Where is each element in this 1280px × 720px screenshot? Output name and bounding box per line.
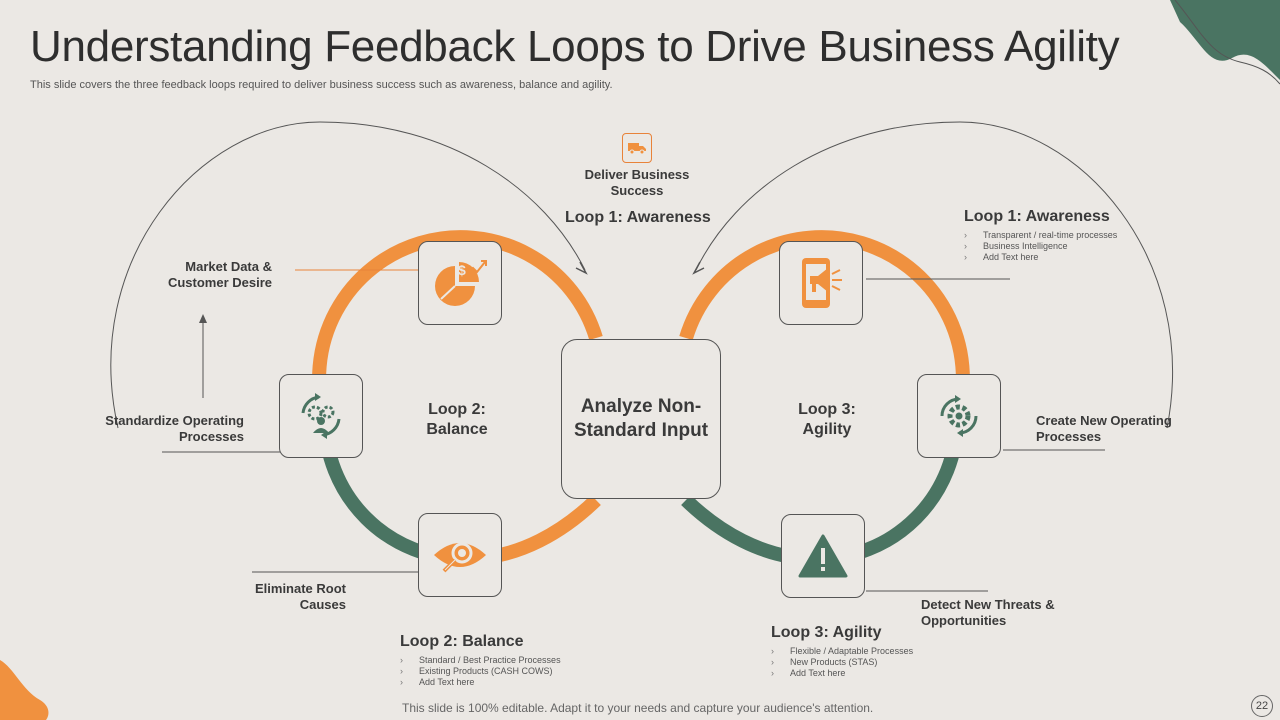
gear-refresh-icon: [940, 395, 978, 437]
corner-decoration-bottom-left: [0, 660, 49, 720]
standardize-box: [279, 374, 363, 458]
awareness-panel-list: Transparent / real-time processes Busine…: [964, 230, 1117, 263]
agility-panel-heading: Loop 3: Agility: [771, 624, 882, 641]
balance-panel-list: Standard / Best Practice Processes Exist…: [400, 655, 561, 688]
create-process-label: Create New Operating Processes: [1036, 413, 1172, 444]
corner-decoration-top-right: [1170, 0, 1280, 80]
footer-note: This slide is 100% editable. Adapt it to…: [402, 701, 874, 715]
standardize-label: Standardize Operating Processes: [105, 413, 244, 444]
warning-icon: [798, 534, 848, 578]
loop-2-balance-label: Loop 2: Balance: [426, 401, 488, 438]
phone-megaphone-icon: [802, 258, 842, 308]
list-item: Flexible / Adaptable Processes: [771, 646, 913, 657]
slide-subtitle: This slide covers the three feedback loo…: [30, 79, 613, 91]
detect-threats-box: [781, 514, 865, 598]
eliminate-box: [418, 513, 502, 597]
outer-arc-left-arrowhead: [575, 261, 588, 275]
gear-cycle-people-icon: [301, 393, 341, 439]
truck-icon: [622, 133, 652, 163]
market-data-box: $: [418, 241, 502, 325]
list-item: Transparent / real-time processes: [964, 230, 1117, 241]
up-arrow-head: [199, 314, 207, 323]
outer-arc-left: [110, 121, 586, 429]
balance-panel-heading: Loop 2: Balance: [400, 633, 524, 650]
list-item: Add Text here: [771, 668, 913, 679]
list-item: Business Intelligence: [964, 241, 1117, 252]
outer-arc-right-arrowhead: [692, 261, 705, 275]
top-loop-awareness-label: Loop 1: Awareness: [565, 209, 711, 226]
outer-arc-right: [695, 121, 1173, 429]
agility-panel-list: Flexible / Adaptable Processes New Produ…: [771, 646, 913, 679]
list-item: Add Text here: [964, 252, 1117, 263]
slide-title: Understanding Feedback Loops to Drive Bu…: [30, 22, 1120, 71]
detect-threats-label: Detect New Threats & Opportunities: [921, 597, 1055, 628]
eliminate-label: Eliminate Root Causes: [254, 581, 346, 612]
list-item: Standard / Best Practice Processes: [400, 655, 561, 666]
eye-search-icon: [434, 542, 486, 573]
create-process-box: [917, 374, 1001, 458]
loop-3-agility-label: Loop 3: Agility: [798, 401, 856, 438]
page-number: 22: [1251, 695, 1273, 717]
corner-decoration-line: [1174, 0, 1280, 85]
loop-right-orange-arc: [679, 230, 970, 421]
center-analyze-label: Analyze Non-Standard Input: [573, 396, 709, 441]
market-data-label: Market Data & Customer Desire: [167, 259, 272, 290]
svg-text:$: $: [458, 262, 466, 278]
awareness-panel-heading: Loop 1: Awareness: [964, 208, 1110, 225]
list-item: Existing Products (CASH COWS): [400, 666, 561, 677]
list-item: New Products (STAS): [771, 657, 913, 668]
awareness-box: [779, 241, 863, 325]
list-item: Add Text here: [400, 677, 561, 688]
center-analyze-box: Analyze Non-Standard Input: [561, 339, 721, 499]
pie-chart-dollar-icon: $: [435, 260, 487, 306]
deliver-business-success-label: Deliver Business Success: [584, 167, 690, 198]
